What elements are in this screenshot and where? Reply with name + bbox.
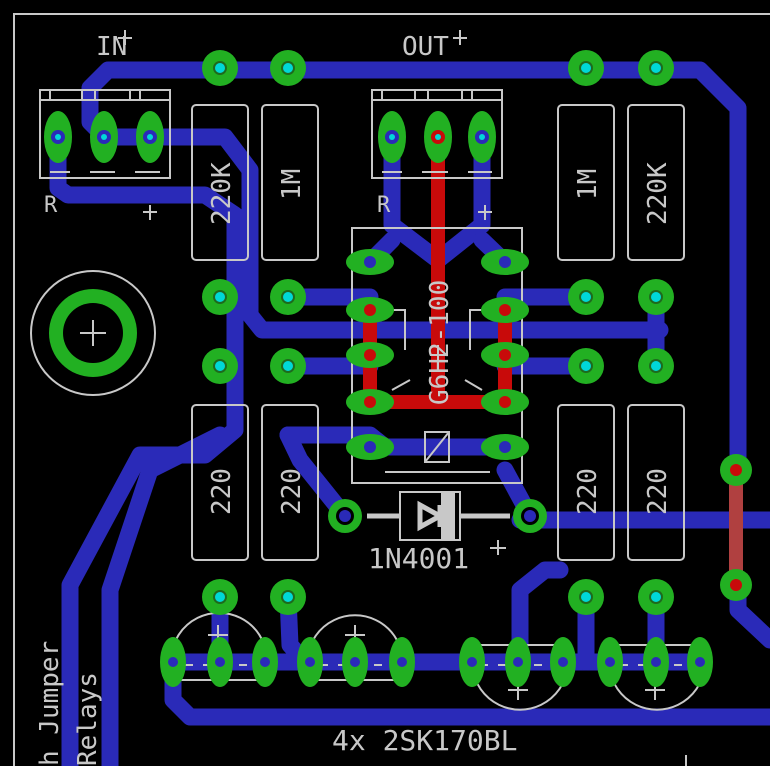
resistor-out-220-b-body <box>627 404 685 561</box>
resistor-value-label: 1M <box>573 169 603 200</box>
trace-in-1m <box>156 128 669 339</box>
resistor-in-220-a-body <box>191 404 249 561</box>
mounting-hole <box>49 289 137 377</box>
label-side-2: Relays <box>73 672 103 766</box>
label-relay: G6H2-100 <box>425 280 455 405</box>
resistor-out-220-a-body <box>557 404 615 561</box>
resistor-value-label: 220 <box>573 468 603 515</box>
resistor-value-label: 220K <box>643 162 673 225</box>
mounting-hole-outline <box>30 270 156 396</box>
resistor-value-label: 220K <box>207 162 237 225</box>
pads-layer <box>44 50 752 687</box>
resistor-out-220k-body <box>627 104 685 261</box>
label-conn-out-ref: R <box>377 193 391 218</box>
resistor-in-220k-body <box>191 104 249 261</box>
resistor-value-label: 220 <box>277 468 307 515</box>
resistor-in-220-b-body <box>261 404 319 561</box>
label-conn-in-ref: R <box>44 193 58 218</box>
trace-in-signal <box>49 128 244 766</box>
resistor-in-1m-body <box>261 104 319 261</box>
trace-in-220-left <box>101 426 229 766</box>
connector-in-outline <box>39 89 171 179</box>
resistor-out-1m-body <box>557 104 615 261</box>
resistor-value-label: 1M <box>277 169 307 200</box>
board-outline <box>13 13 770 766</box>
label-in: IN <box>96 32 127 62</box>
label-side-1: h Jumper <box>35 641 65 766</box>
label-out: OUT <box>402 32 449 62</box>
resistor-value-label: 220 <box>643 468 673 515</box>
resistor-value-label: 220 <box>207 468 237 515</box>
trace-diode-left <box>279 426 354 525</box>
connector-out-outline <box>371 89 503 179</box>
label-diode: 1N4001 <box>368 542 469 575</box>
trace-out-jfet <box>511 561 569 671</box>
label-jfets: 4x 2SK170BL <box>332 724 517 757</box>
